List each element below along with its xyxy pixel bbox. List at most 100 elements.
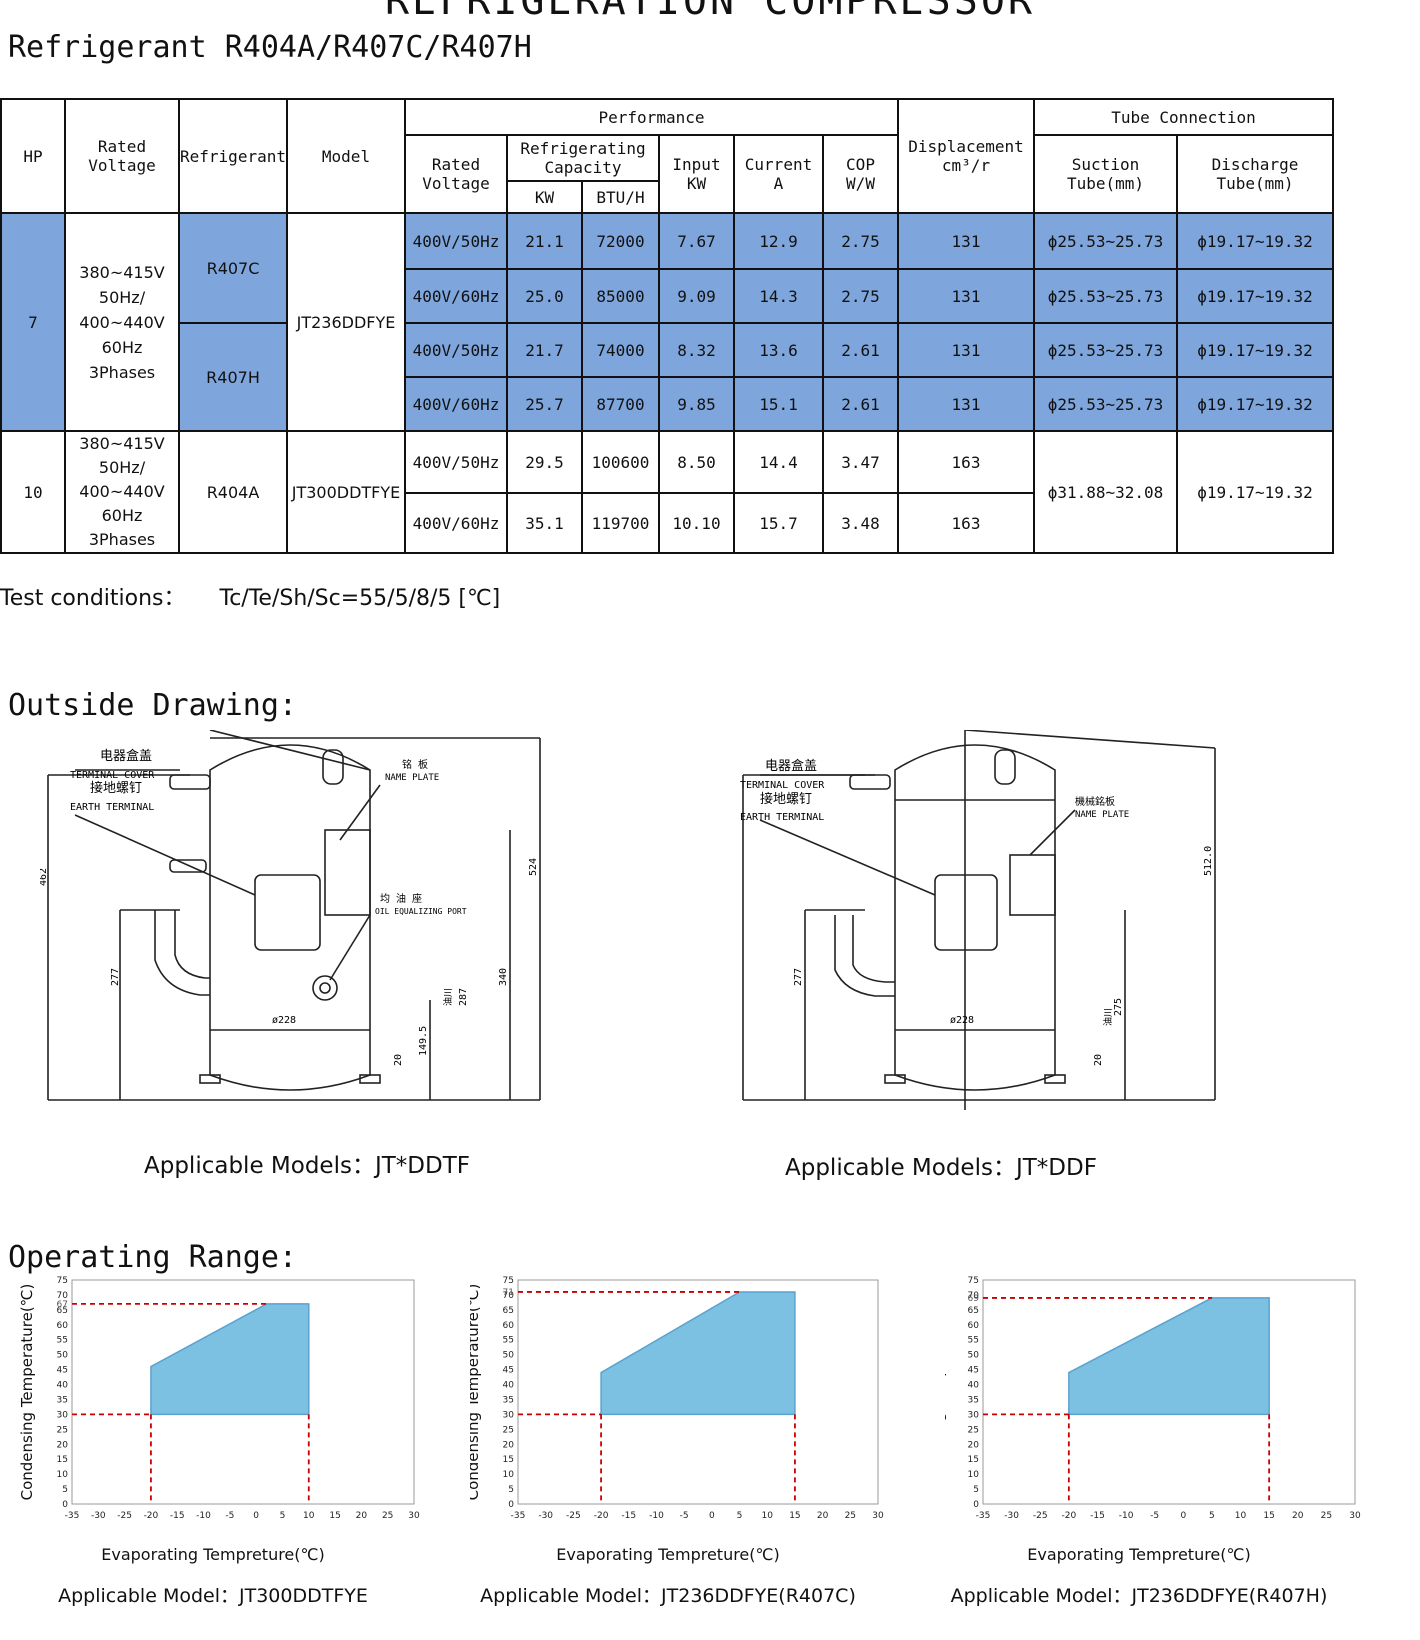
th-discharge-label: Discharge [1211, 155, 1299, 174]
y-tick-label: 35 [968, 1395, 979, 1405]
x-tick-label: 25 [845, 1511, 856, 1521]
y-tick-label: 30 [503, 1410, 515, 1420]
th-suction: Suction Tube(mm) [1033, 134, 1178, 214]
th-current: Current A [733, 134, 824, 214]
y-tick-label: 25 [503, 1425, 514, 1435]
compressor-drawing-right: 电器盒盖 TERMINAL COVER 接地螺钉 EARTH TERMINAL … [740, 730, 1216, 1110]
y-tick-label: 10 [503, 1470, 515, 1480]
cell-voltage-g1: 380~415V 50Hz/ 400~440V 60Hz 3Phases [64, 212, 180, 432]
cell-kw: 21.1 [506, 212, 583, 270]
y-tick-label: 75 [57, 1276, 68, 1286]
cell-cop: 3.47 [822, 430, 899, 494]
plot-frame [517, 1279, 879, 1505]
dim-275: 275 [1113, 998, 1124, 1016]
y-tick-label: 15 [503, 1455, 514, 1465]
dim-287: 287 [458, 988, 469, 1006]
x-tick-label: -15 [621, 1511, 636, 1521]
test-conditions: Test conditions：Tc/Te/Sh/Sc=55/5/8/5 [℃] [0, 580, 500, 612]
voltage-line: 400~440V [79, 312, 165, 332]
cell-voltage: 400V/60Hz [404, 492, 508, 554]
voltage-line: 60Hz [101, 506, 143, 525]
x-tick-label: 10 [1235, 1511, 1247, 1521]
y-tick-label: 45 [57, 1366, 68, 1376]
y-tick-label: 0 [508, 1500, 514, 1510]
cell-cop: 3.48 [822, 492, 899, 554]
dim-149-5: 149.5 [418, 1026, 429, 1056]
dim-524: 524 [528, 858, 539, 876]
voltage-line: 50Hz/ [98, 458, 146, 477]
cell-voltage: 400V/50Hz [404, 212, 508, 270]
y-tick-label: 60 [57, 1321, 69, 1331]
y-tick-label: 65 [57, 1306, 68, 1316]
cell-kw: 21.7 [506, 322, 583, 378]
cell-suction: ϕ25.53~25.73 [1033, 376, 1178, 432]
voltage-line: 400~440V [79, 482, 165, 501]
label-earth-terminal: EARTH TERMINAL [740, 812, 824, 823]
x-tick-label: -10 [196, 1511, 211, 1521]
label-name-plate-cn: 铭 板 [402, 758, 428, 771]
x-tick-label: -5 [1150, 1511, 1159, 1521]
th-perf-rated-voltage: Rated Voltage [404, 134, 508, 214]
th-discharge-unit: Tube(mm) [1216, 174, 1294, 193]
cell-discharge: ϕ19.17~19.32 [1176, 268, 1334, 324]
voltage-line: 3Phases [88, 362, 156, 382]
label-oil-port: OIL EQUALIZING PORT [375, 907, 467, 916]
th-displacement-unit: cm³/r [941, 156, 991, 175]
th-cop-unit: W/W [846, 174, 875, 193]
cell-voltage: 400V/60Hz [404, 376, 508, 432]
x-tick-label: -20 [594, 1511, 609, 1521]
y-tick-label: 55 [57, 1336, 68, 1346]
x-tick-label: 5 [737, 1511, 743, 1521]
y-tick-label: 25 [57, 1425, 68, 1435]
th-current-label: Current [744, 155, 813, 174]
x-tick-label: 30 [872, 1511, 884, 1521]
operating-envelope [1068, 1297, 1270, 1416]
cell-suction: ϕ25.53~25.73 [1033, 322, 1178, 378]
y-axis-label: Condensing Temperature(℃) [945, 1284, 947, 1501]
th-displacement-label: Displacement [908, 137, 1024, 156]
th-btuh: BTU/H [581, 180, 660, 214]
x-tick-label: -35 [65, 1511, 80, 1521]
cell-displacement: 131 [897, 322, 1035, 378]
dim-oil-level: 油川 [1102, 1008, 1114, 1026]
cell-voltage: 400V/50Hz [404, 430, 508, 494]
chart-caption: Applicable Model：JT300DDTFYE [58, 1585, 368, 1607]
y-tick-label: 5 [62, 1485, 68, 1495]
x-tick-label: -25 [1033, 1511, 1048, 1521]
th-tube-connection: Tube Connection [1033, 98, 1334, 136]
plot-frame [982, 1279, 1356, 1505]
cell-voltage: 400V/60Hz [404, 268, 508, 324]
voltage-line: 380~415V [79, 434, 165, 453]
cell-current: 12.9 [733, 212, 824, 270]
label-name-plate-cn: 機械銘板 [1075, 795, 1115, 808]
test-conditions-value: Tc/Te/Sh/Sc=55/5/8/5 [℃] [219, 586, 501, 611]
caption-right-drawing: Applicable Models：JT*DDF [785, 1155, 1097, 1181]
spec-table: HP Rated Voltage Refrigerant Model Perfo… [0, 98, 1334, 554]
x-tick-label: 30 [408, 1511, 420, 1521]
cell-kw: 25.7 [506, 376, 583, 432]
x-tick-label: -30 [91, 1511, 106, 1521]
y-tick-label: 50 [968, 1351, 980, 1361]
cell-displacement: 131 [897, 376, 1035, 432]
label-terminal-cover-cn: 电器盒盖 [100, 748, 152, 764]
y-tick-label: 50 [57, 1351, 69, 1361]
y-tick-label: 50 [503, 1351, 515, 1361]
label-earth-terminal-cn: 接地螺钉 [90, 780, 142, 796]
compressor-shell [209, 744, 371, 1091]
y-tick-label: 60 [503, 1321, 515, 1331]
cell-displacement: 131 [897, 268, 1035, 324]
x-tick-label: -30 [1004, 1511, 1019, 1521]
th-displacement: Displacement cm³/r [897, 98, 1035, 214]
cell-input: 10.10 [658, 492, 735, 554]
compressor-drawing-left: 电器盒盖 TERMINAL COVER 接地螺钉 EARTH TERMINAL … [40, 730, 541, 1101]
x-tick-label: 0 [1180, 1511, 1186, 1521]
y-tick-label: 10 [968, 1470, 980, 1480]
y-tick-label: 40 [57, 1381, 69, 1391]
x-tick-label: -20 [144, 1511, 159, 1521]
y-tick-label: 65 [503, 1306, 514, 1316]
cell-current: 14.3 [733, 268, 824, 324]
cell-input: 9.09 [658, 268, 735, 324]
